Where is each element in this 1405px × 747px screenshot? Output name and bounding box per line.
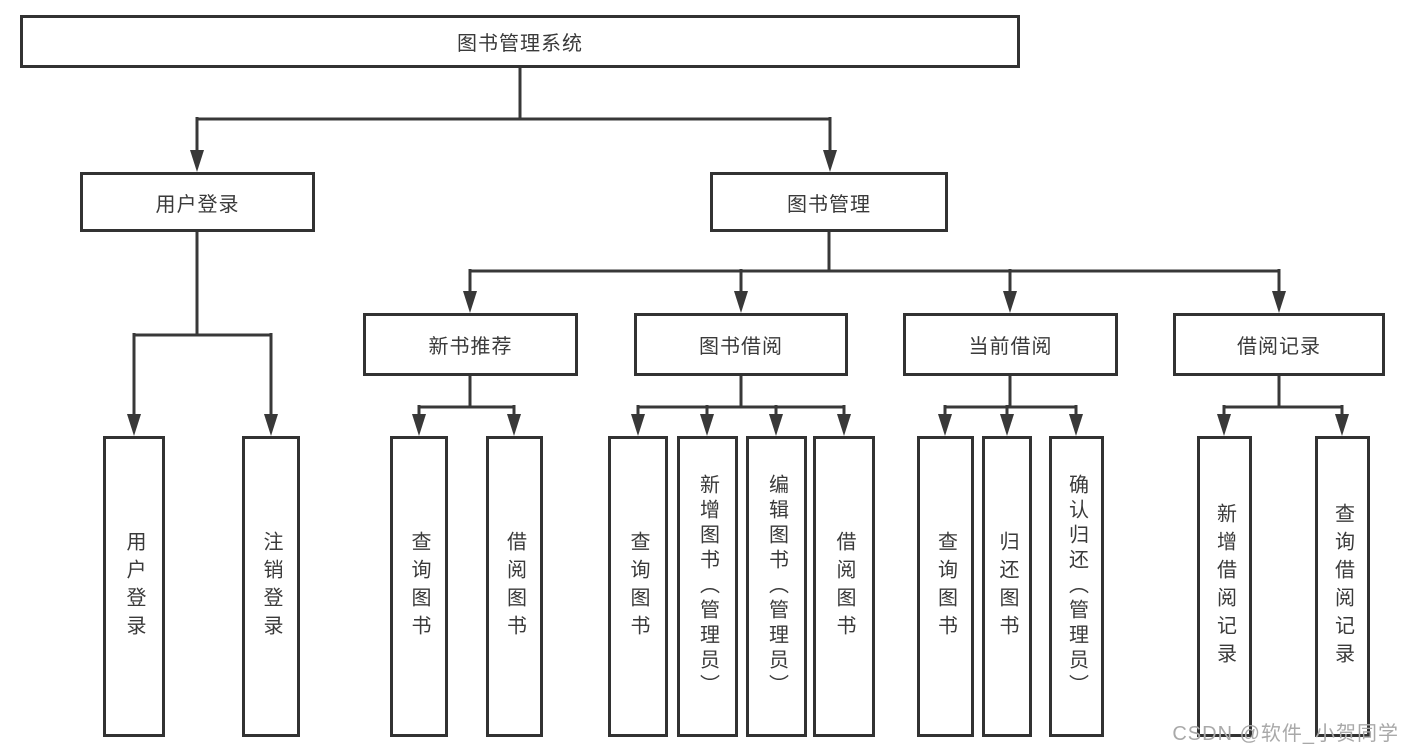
arrowheads-newbook	[412, 414, 521, 436]
arrowheads-root	[190, 150, 837, 172]
node-label: 新增图书（管理员）	[696, 474, 719, 699]
node-label: 查询图书	[627, 530, 649, 643]
node-label: 确认归还（管理员）	[1065, 474, 1088, 699]
node-book-borrowing: 图书借阅	[634, 313, 848, 376]
node-label: 新书推荐	[428, 336, 513, 358]
node-book-management: 图书管理	[710, 172, 948, 232]
leaf-borrow-add-admin: 新增图书（管理员）	[677, 436, 738, 737]
node-current-borrowing: 当前借阅	[903, 313, 1118, 376]
arrowheads-records	[1217, 414, 1349, 436]
node-user-login: 用户登录	[80, 172, 315, 232]
arrowheads-mgmt	[463, 291, 1286, 313]
node-label: 查询图书	[408, 530, 430, 643]
node-label: 归还图书	[996, 530, 1018, 643]
arrowheads-borrow	[631, 414, 851, 436]
edges-newbook	[417, 376, 516, 418]
leaf-user-login: 用户登录	[103, 436, 165, 737]
leaf-borrow-lend: 借阅图书	[813, 436, 875, 737]
node-label: 当前借阅	[968, 336, 1053, 358]
leaf-newbook-borrow: 借阅图书	[486, 436, 543, 737]
leaf-current-confirm-admin: 确认归还（管理员）	[1049, 436, 1104, 737]
leaf-logout: 注销登录	[242, 436, 300, 737]
node-label: 新增借阅记录	[1213, 502, 1236, 671]
node-label: 借阅图书	[833, 530, 855, 643]
edges-borrow	[636, 376, 846, 418]
node-label: 注销登录	[260, 530, 282, 643]
node-new-book-recommend: 新书推荐	[363, 313, 578, 376]
node-label: 用户登录	[123, 530, 145, 643]
node-borrow-records: 借阅记录	[1173, 313, 1385, 376]
node-label: 用户登录	[155, 193, 240, 216]
leaf-records-query: 查询借阅记录	[1315, 436, 1370, 737]
watermark: CSDN @软件_小贺同学	[1172, 723, 1399, 745]
leaf-records-add: 新增借阅记录	[1197, 436, 1252, 737]
node-label: 查询借阅记录	[1331, 502, 1354, 671]
edges-login	[132, 232, 273, 418]
leaf-current-query: 查询图书	[917, 436, 974, 737]
edges-root	[195, 68, 832, 154]
edges-records	[1222, 376, 1344, 418]
node-label: 图书管理	[787, 193, 871, 216]
node-label: 借阅图书	[503, 530, 526, 643]
node-label: 图书管理系统	[457, 33, 583, 55]
edges-current	[943, 376, 1078, 418]
node-label: 图书借阅	[699, 336, 783, 358]
node-label: 编辑图书（管理员）	[765, 474, 788, 699]
edges-mgmt	[468, 232, 1281, 296]
node-label: 借阅记录	[1237, 336, 1321, 358]
arrowheads-login	[127, 414, 278, 436]
node-root: 图书管理系统	[20, 15, 1020, 68]
leaf-borrow-edit-admin: 编辑图书（管理员）	[746, 436, 807, 737]
leaf-newbook-query: 查询图书	[390, 436, 448, 737]
leaf-borrow-query: 查询图书	[608, 436, 668, 737]
leaf-current-return: 归还图书	[982, 436, 1032, 737]
arrowheads-current	[938, 414, 1083, 436]
node-label: 查询图书	[934, 530, 957, 643]
